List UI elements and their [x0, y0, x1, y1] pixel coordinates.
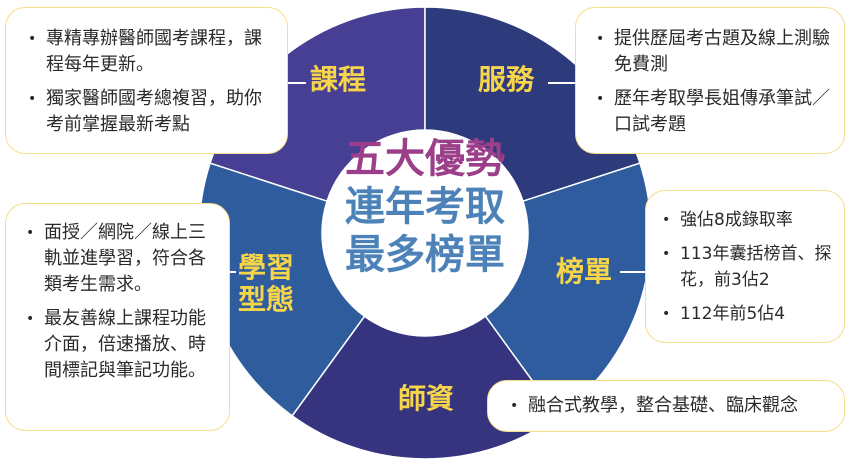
ranking-box: 強佔8成錄取率 113年囊括榜首、探花，前3佔2 112年前5佔4: [645, 190, 845, 343]
course-item: 專精專辦醫師國考課程，課程每年更新。: [26, 26, 273, 78]
segment-label-teachers: 師資: [398, 382, 455, 415]
learning-item: 最友善線上課程功能介面，倍速播放、時間標記與筆記功能。: [24, 306, 223, 384]
service-box: 提供歷屆考古題及線上測驗免費測 歷年考取學長姐傳承筆試／口試考題: [575, 7, 845, 154]
segment-label-ranking: 榜單: [556, 255, 613, 288]
teachers-box: 融合式教學，整合基礎、臨床觀念: [487, 380, 845, 432]
ranking-item: 113年囊括榜首、探花，前3佔2: [660, 241, 836, 293]
center-title: 五大優勢 連年考取 最多榜單: [322, 135, 528, 279]
learning-item: 面授／網院／線上三軌並進學習，符合各類考生需求。: [24, 220, 223, 298]
center-line-3: 最多榜單: [345, 232, 505, 278]
ranking-item: 強佔8成錄取率: [660, 207, 836, 233]
service-item: 提供歷屆考古題及線上測驗免費測: [594, 26, 832, 78]
course-box: 專精專辦醫師國考課程，課程每年更新。 獨家醫師國考總複習，助你考前掌握最新考點: [5, 7, 288, 154]
learning-box: 面授／網院／線上三軌並進學習，符合各類考生需求。 最友善線上課程功能介面，倍速播…: [5, 203, 230, 431]
center-circle: [322, 130, 528, 336]
center-line-1: 五大優勢: [345, 136, 505, 182]
segment-label-service: 服務: [478, 63, 535, 96]
teachers-item: 融合式教學，整合基礎、臨床觀念: [508, 393, 834, 419]
course-item: 獨家醫師國考總複習，助你考前掌握最新考點: [26, 86, 273, 138]
learning-label-line2: 型態: [238, 283, 295, 316]
segment-label-course: 課程: [310, 63, 367, 96]
service-item: 歷年考取學長姐傳承筆試／口試考題: [594, 86, 832, 138]
learning-label-line1: 學習: [238, 251, 295, 284]
center-line-2: 連年考取: [345, 184, 505, 230]
segment-label-learning: 學習 型態: [238, 252, 294, 316]
ranking-item: 112年前5佔4: [660, 301, 836, 327]
